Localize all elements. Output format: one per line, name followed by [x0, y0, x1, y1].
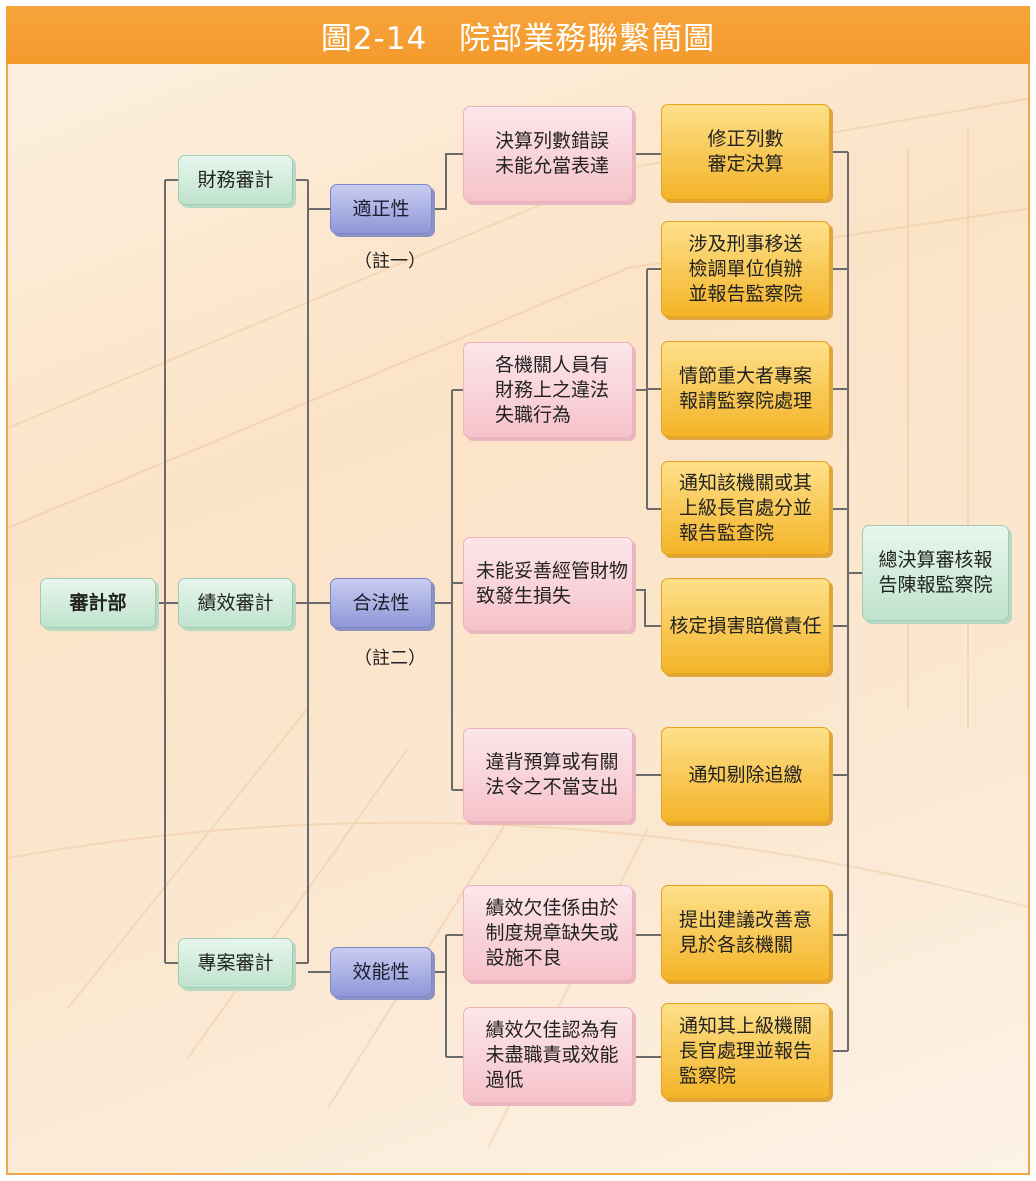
final-report-label: 總決算審核報 告陳報監察院 [878, 549, 993, 596]
background-illustration [8, 97, 1028, 1149]
condition-property-loss: 未能妥善經管財物 致發生損失 [463, 537, 633, 631]
audit-performance: 績效審計 [178, 578, 293, 628]
audit-special: 專案審計 [178, 938, 293, 988]
action-label: 提出建議改善意 見於各該機關 [678, 909, 812, 956]
audit-special-label: 專案審計 [197, 951, 274, 974]
action-label: 涉及刑事移送 檢調單位偵辦 並報告監察院 [688, 232, 803, 305]
action-criminal-referral: 涉及刑事移送 檢調單位偵辦 並報告監察院 [661, 221, 830, 317]
action-correct-figures: 修正列數 審定決算 [661, 104, 830, 200]
action-label: 修正列數 審定決算 [707, 128, 784, 175]
action-label: 情節重大者專案 報請監察院處理 [678, 365, 812, 412]
action-label: 通知其上級機關 長官處理並報告 監察院 [678, 1014, 812, 1087]
condition-improper-expenditure: 違背預算或有關 法令之不當支出 [463, 728, 633, 822]
action-improvement-suggestion: 提出建議改善意 見於各該機關 [661, 885, 830, 981]
category-propriety: 適正性 [330, 184, 432, 234]
category-efficiency-label: 效能性 [352, 960, 410, 983]
page-title: 圖2-14 院部業務聯繫簡圖 [320, 20, 716, 57]
category-legality-label: 合法性 [352, 591, 410, 614]
condition-dereliction: 績效欠佳認為有 未盡職責或效能 過低 [463, 1007, 633, 1103]
condition-label: 決算列數錯誤 未能允當表達 [494, 130, 609, 177]
condition-label: 未能妥善經管財物 致發生損失 [475, 560, 628, 607]
note-two: （註二） [354, 648, 426, 669]
condition-label: 績效欠佳認為有 未盡職責或效能 過低 [485, 1018, 619, 1091]
condition-illegal-conduct: 各機關人員有 財務上之違法 失職行為 [463, 342, 633, 438]
condition-final-account-error: 決算列數錯誤 未能允當表達 [463, 106, 633, 202]
title-bar: 圖2-14 院部業務聯繫簡圖 [6, 6, 1030, 64]
action-label: 核定損害賠償責任 [669, 614, 822, 637]
action-disallow-recover: 通知剔除追繳 [661, 727, 830, 823]
action-notify-discipline: 通知該機關或其 上級長官處分並 報告監查院 [661, 461, 830, 555]
category-legality: 合法性 [330, 578, 432, 628]
root-label: 審計部 [69, 591, 127, 614]
condition-label: 違背預算或有關 法令之不當支出 [485, 751, 619, 798]
condition-label: 各機關人員有 財務上之違法 失職行為 [494, 353, 609, 426]
action-label: 通知該機關或其 上級長官處分並 報告監查院 [678, 471, 812, 544]
action-notify-superior: 通知其上級機關 長官處理並報告 監察院 [661, 1003, 830, 1099]
audit-performance-label: 績效審計 [197, 591, 274, 614]
note-one: （註一） [354, 251, 426, 272]
root-audit-department: 審計部 [40, 578, 156, 628]
condition-system-deficiency: 績效欠佳係由於 制度規章缺失或 設施不良 [463, 885, 633, 981]
audit-financial-label: 財務審計 [197, 168, 274, 191]
action-special-report: 情節重大者專案 報請監察院處理 [661, 341, 830, 437]
category-efficiency: 效能性 [330, 947, 432, 997]
action-damage-liability: 核定損害賠償責任 [661, 578, 830, 674]
final-report-node: 總決算審核報 告陳報監察院 [862, 525, 1009, 621]
condition-label: 績效欠佳係由於 制度規章缺失或 設施不良 [485, 896, 619, 969]
category-propriety-label: 適正性 [352, 197, 410, 220]
action-label: 通知剔除追繳 [688, 763, 803, 786]
audit-financial: 財務審計 [178, 155, 293, 205]
